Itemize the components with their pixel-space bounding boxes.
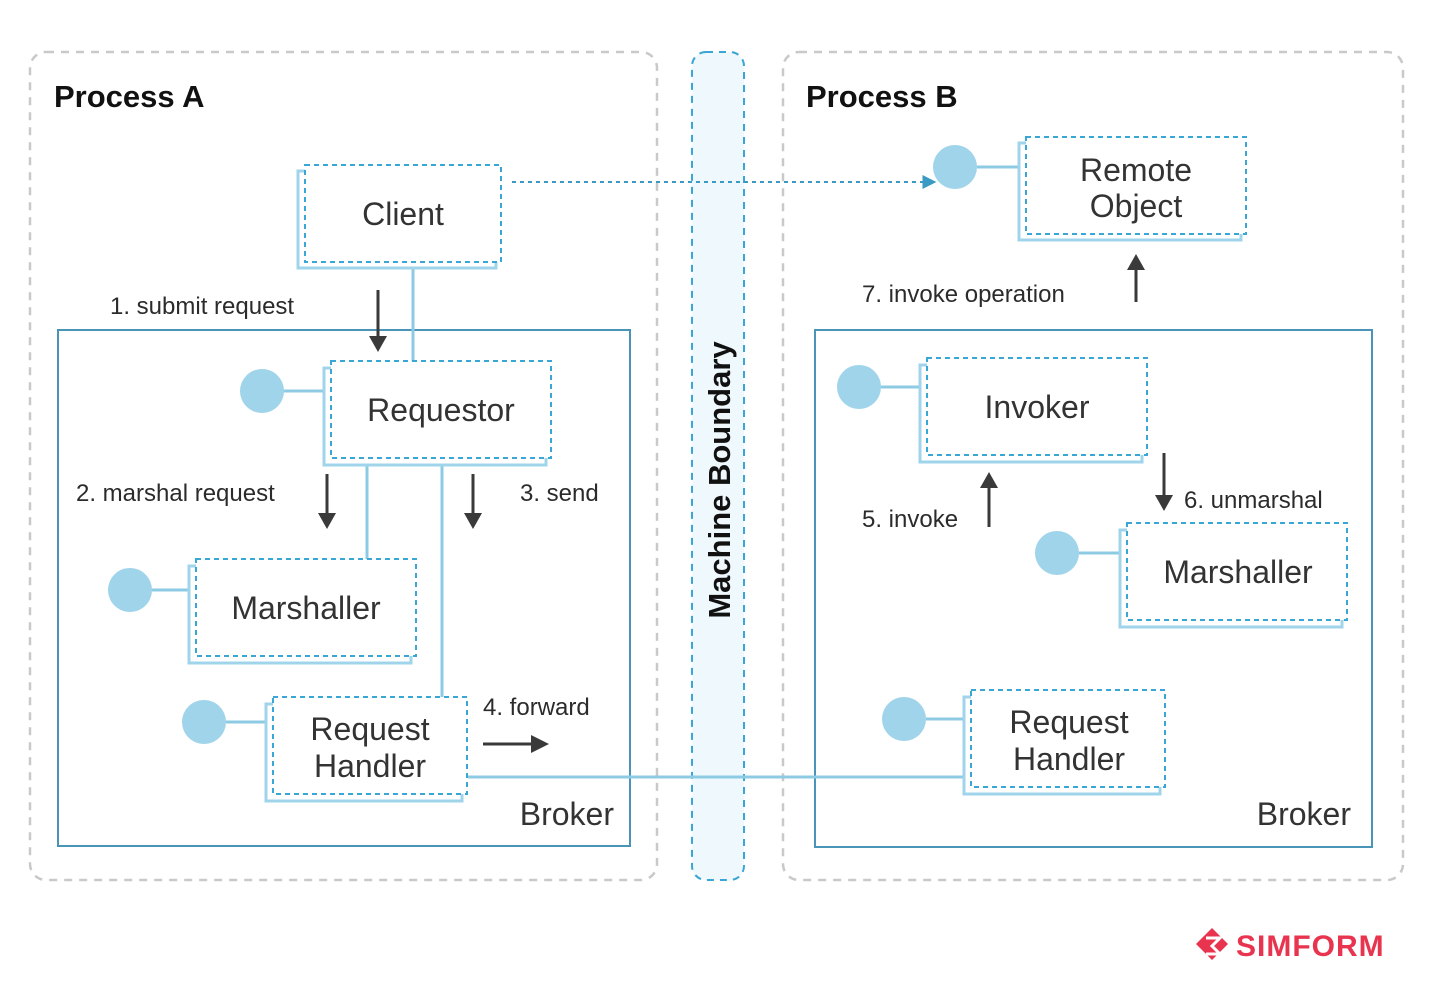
client-box: Client — [296, 164, 502, 270]
request-handler-a-box: Request Handler — [264, 696, 468, 803]
step7-label: 7. invoke operation — [862, 281, 1065, 308]
requestor-interface-circle — [240, 369, 284, 413]
marshaller-b-box: Marshaller — [1118, 522, 1348, 629]
marshaller-b-interface-circle — [1035, 531, 1079, 575]
request-handler-a-label-line2: Handler — [314, 748, 426, 784]
step1-label: 1. submit request — [110, 293, 294, 320]
step4-arrow — [483, 735, 549, 753]
broker-b-label: Broker — [1257, 796, 1352, 832]
marshaller-a-interface-circle — [108, 568, 152, 612]
step3-arrow — [464, 474, 482, 529]
request-handler-b-interface-circle — [882, 697, 926, 741]
step6-arrow — [1155, 453, 1173, 511]
step3-label: 3. send — [520, 480, 599, 507]
requestor-box: Requestor — [322, 360, 552, 467]
simform-logo: SIMFORM — [1196, 928, 1385, 963]
request-handler-b-label-line2: Handler — [1013, 741, 1125, 777]
marshaller-a-box: Marshaller — [187, 558, 417, 665]
request-handler-b-label-line1: Request — [1009, 704, 1128, 740]
step6-label: 6. unmarshal — [1184, 487, 1323, 514]
remote-object-interface-circle — [933, 145, 977, 189]
process-b-container — [781, 50, 1405, 882]
request-handler-b-box: Request Handler — [962, 689, 1166, 796]
request-handler-a-interface-circle — [182, 700, 226, 744]
broker-b-box — [814, 329, 1373, 848]
client-label: Client — [362, 196, 444, 232]
simform-logo-icon — [1196, 928, 1228, 960]
marshaller-b-label: Marshaller — [1163, 554, 1313, 590]
step2-arrow — [318, 474, 336, 529]
machine-boundary-label: Machine Boundary — [702, 341, 737, 619]
invoker-interface-circle — [837, 365, 881, 409]
invoker-label: Invoker — [985, 389, 1090, 425]
remote-object-label-line1: Remote — [1080, 152, 1192, 188]
simform-logo-text: SIMFORM — [1236, 930, 1385, 963]
step7-arrow — [1127, 254, 1145, 302]
request-handler-a-label-line1: Request — [310, 711, 429, 747]
marshaller-a-label: Marshaller — [231, 590, 381, 626]
process-a-title: Process A — [54, 79, 205, 114]
invoker-box: Invoker — [918, 357, 1148, 464]
machine-boundary-band — [691, 51, 745, 881]
remote-object-label-line2: Object — [1090, 188, 1183, 224]
broker-a-label: Broker — [520, 796, 615, 832]
remote-object-box: Remote Object — [1017, 136, 1247, 242]
step1-arrow — [369, 290, 387, 352]
requestor-label: Requestor — [367, 392, 515, 428]
step2-label: 2. marshal request — [76, 480, 275, 507]
step5-arrow — [980, 472, 998, 527]
step4-label: 4. forward — [483, 694, 590, 721]
process-b-title: Process B — [806, 79, 958, 114]
broker-a-box — [57, 329, 631, 847]
step5-label: 5. invoke — [862, 506, 958, 533]
